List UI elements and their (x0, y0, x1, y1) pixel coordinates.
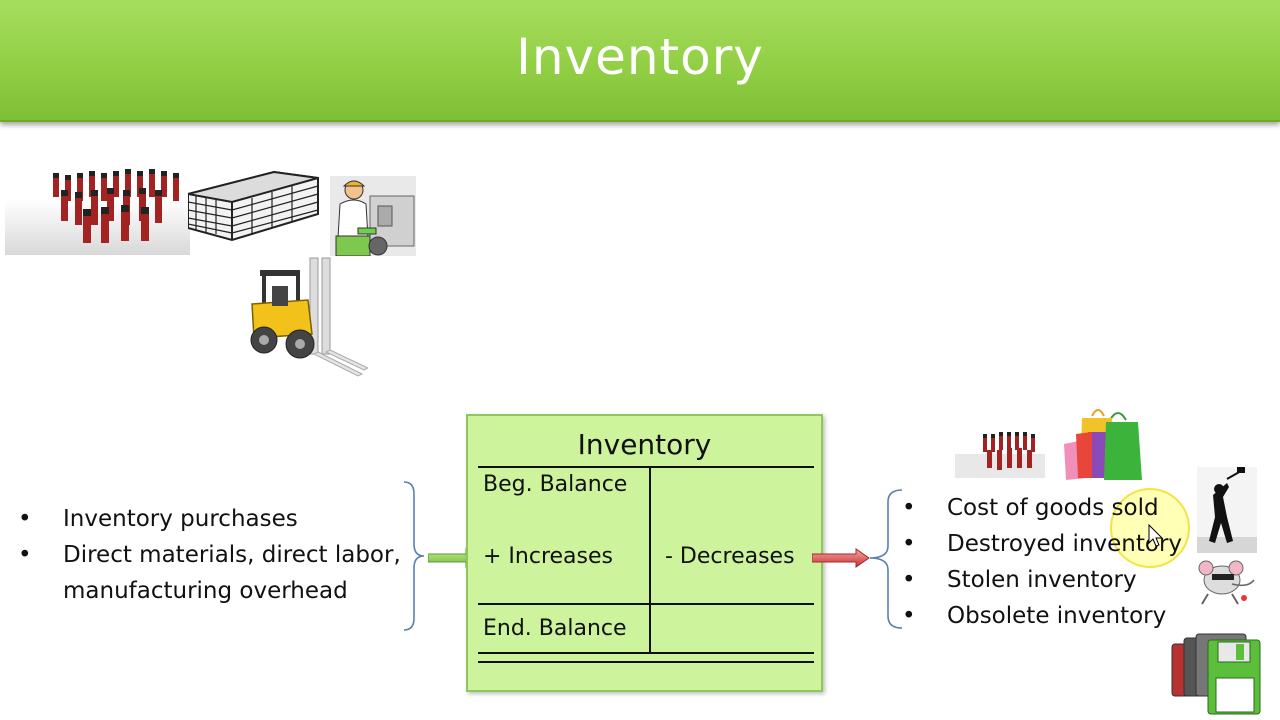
t-account-middle-rule (478, 603, 814, 605)
list-item: Stolen inventory (902, 562, 1202, 598)
right-brace (869, 489, 903, 629)
decrease-arrow-icon (812, 548, 870, 568)
mouse-pointer-icon (1148, 524, 1164, 547)
list-item: Cost of goods sold (902, 490, 1202, 526)
list-item: Obsolete inventory (902, 598, 1202, 634)
list-item-text: Inventory purchases (63, 506, 298, 532)
list-item: Direct materials, direct labor, manufactu… (18, 537, 418, 609)
title-banner: Inventory (0, 0, 1280, 122)
t-account-center-line (649, 467, 651, 653)
list-item-text: Obsolete inventory (947, 603, 1167, 629)
floppy-disks-icon (1171, 633, 1261, 715)
increase-sources-list: Inventory purchases Direct materials, di… (18, 501, 418, 609)
t-account-title: Inventory (577, 428, 712, 461)
inventory-t-account: Inventory Beg. Balance + Increases - Dec… (466, 414, 823, 692)
end-balance-label: End. Balance (483, 616, 627, 641)
list-item-text: Cost of goods sold (947, 495, 1159, 521)
decrease-reasons-list: Cost of goods sold Destroyed inventory S… (902, 490, 1202, 634)
list-item-text: Destroyed inventory (947, 531, 1183, 557)
list-item: Destroyed inventory (902, 526, 1202, 562)
left-brace (403, 481, 425, 631)
slide-title: Inventory (516, 28, 764, 86)
t-account-double-rule-bottom (478, 661, 814, 663)
t-account-double-rule-top (478, 652, 814, 654)
decreases-label: - Decreases (665, 544, 795, 569)
toy-soldiers-icon (5, 169, 190, 255)
list-item-text: Direct materials, direct labor, (63, 542, 401, 568)
beg-balance-label: Beg. Balance (483, 472, 628, 497)
factory-worker-icon (330, 176, 416, 256)
toy-soldiers-icon (955, 432, 1045, 478)
shopping-bags-icon (1064, 409, 1142, 480)
list-item-text-continued: manufacturing overhead (63, 578, 348, 604)
list-item-text: Stolen inventory (947, 567, 1137, 593)
lumber-stack-icon (188, 170, 319, 242)
forklift-icon (250, 257, 368, 377)
t-account-top-rule (478, 466, 814, 468)
hammer-man-icon (1197, 467, 1257, 553)
increases-label: + Increases (483, 544, 613, 569)
thief-rat-icon (1198, 560, 1255, 605)
list-item: Inventory purchases (18, 501, 418, 537)
